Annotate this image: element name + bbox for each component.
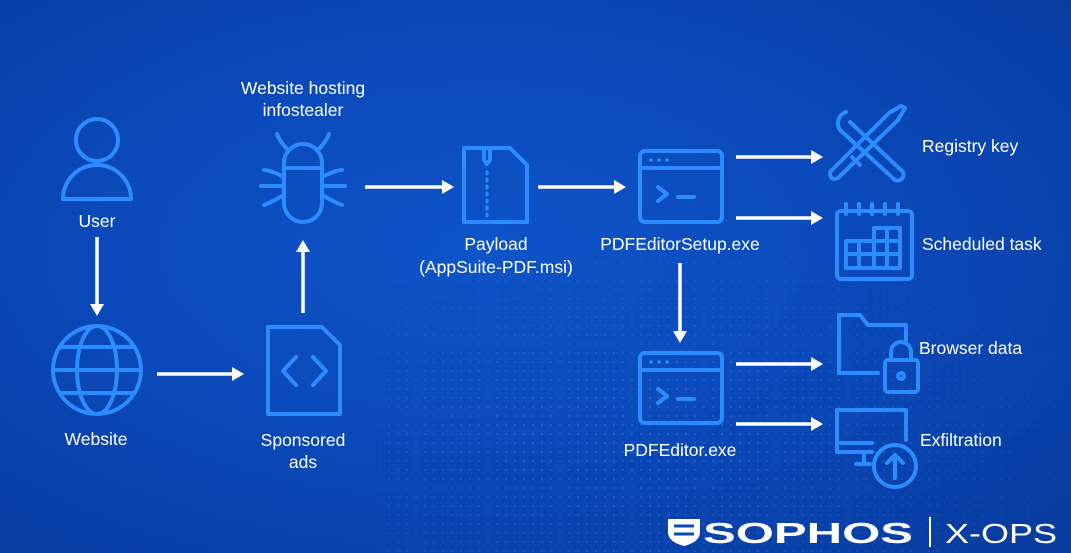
calendar-icon bbox=[835, 202, 914, 281]
arrow-setup-to-editor bbox=[673, 263, 687, 343]
payload-label-line2: (AppSuite-PDF.msi) bbox=[419, 257, 573, 277]
arrow-setup-to-task bbox=[736, 211, 823, 225]
code-document-icon bbox=[266, 325, 342, 416]
arrow-ads-to-infostealer bbox=[296, 240, 310, 313]
registry-key-label: Registry key bbox=[922, 136, 1019, 156]
sophos-xops-logo: SOPHOS X-OPS bbox=[668, 517, 1057, 550]
infostealer-label-line1: Website hosting bbox=[241, 78, 365, 98]
arrow-editor-to-exfiltration bbox=[736, 417, 823, 431]
bug-icon bbox=[259, 132, 347, 224]
payload-label-line1: Payload bbox=[464, 234, 527, 254]
monitor-upload-icon bbox=[835, 408, 918, 489]
dot-wave-decoration bbox=[380, 260, 1071, 553]
user-label: User bbox=[79, 211, 116, 231]
terminal-window-icon bbox=[638, 351, 724, 425]
arrow-infostealer-to-payload bbox=[365, 180, 454, 194]
brand-name: SOPHOS bbox=[703, 518, 913, 550]
arrow-website-to-ads bbox=[157, 367, 244, 381]
arrow-setup-to-registry bbox=[736, 150, 823, 164]
arrow-payload-to-setup bbox=[538, 180, 626, 194]
website-label: Website bbox=[65, 429, 128, 449]
terminal-window-icon bbox=[638, 149, 724, 224]
folder-lock-icon bbox=[837, 313, 920, 394]
arrow-editor-to-browser-data bbox=[736, 357, 823, 371]
infostealer-label-line2: infostealer bbox=[263, 100, 344, 120]
brand-sub: X-OPS bbox=[945, 518, 1057, 549]
sponsored-ads-label-line2: ads bbox=[289, 452, 317, 472]
exfiltration-label: Exfiltration bbox=[920, 430, 1002, 450]
setup-exe-label: PDFEditorSetup.exe bbox=[600, 234, 760, 254]
wrench-screwdriver-icon bbox=[828, 104, 907, 183]
editor-exe-label: PDFEditor.exe bbox=[624, 440, 737, 460]
arrow-user-to-website bbox=[90, 237, 104, 316]
zip-file-icon bbox=[462, 146, 529, 224]
globe-icon bbox=[51, 324, 143, 416]
user-icon bbox=[61, 117, 133, 201]
browser-data-label: Browser data bbox=[919, 338, 1022, 358]
sponsored-ads-label-line1: Sponsored bbox=[261, 430, 346, 450]
scheduled-task-label: Scheduled task bbox=[922, 234, 1042, 254]
